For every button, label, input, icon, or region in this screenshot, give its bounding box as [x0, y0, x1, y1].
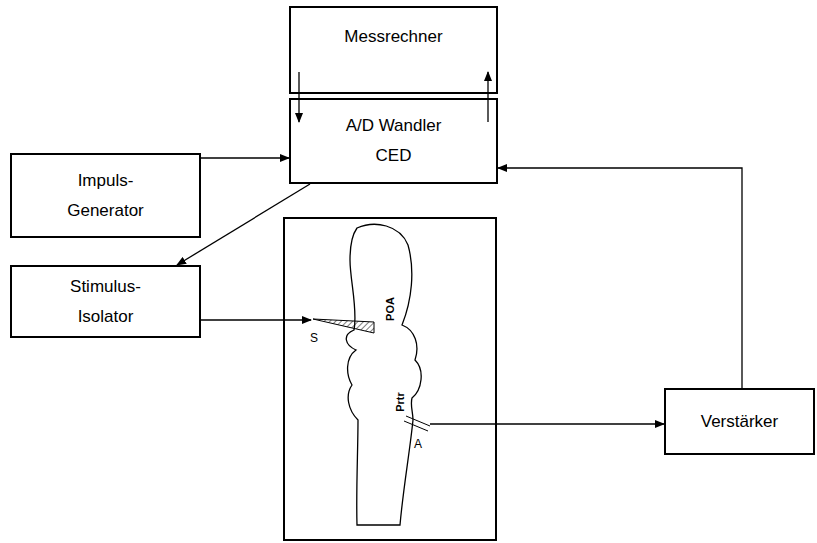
box-label: Impuls- Generator	[61, 166, 151, 226]
electrode-label: A	[414, 438, 422, 450]
amplifier-box: Verstärker	[664, 388, 815, 455]
signal-arrow	[201, 157, 289, 158]
region-label: POA	[385, 297, 396, 321]
box-label: Stimulus- Isolator	[61, 272, 151, 332]
signal-arrow	[498, 168, 742, 388]
box-label: Verstärker	[701, 407, 778, 437]
preparation-panel: POA Prtr S A	[283, 217, 497, 541]
computer-box: Messrechner	[289, 6, 498, 94]
stimulus-electrode	[313, 319, 374, 333]
generator-box: Impuls- Generator	[10, 153, 201, 238]
region-label: Prtr	[395, 392, 406, 412]
signal-arrow	[201, 319, 311, 320]
brain-outline	[346, 224, 421, 525]
recording-electrode	[404, 421, 428, 431]
isolator-box: Stimulus- Isolator	[10, 265, 201, 338]
box-label: Messrechner	[344, 22, 442, 52]
signal-arrow	[430, 423, 664, 424]
converter-box: A/D Wandler CED	[289, 98, 498, 184]
recording-electrode	[406, 416, 430, 426]
signal-arrow	[298, 72, 299, 122]
signal-arrow	[177, 184, 310, 265]
signal-arrow	[487, 72, 488, 122]
box-label: A/D Wandler CED	[334, 111, 454, 171]
electrode-label: S	[310, 332, 318, 344]
